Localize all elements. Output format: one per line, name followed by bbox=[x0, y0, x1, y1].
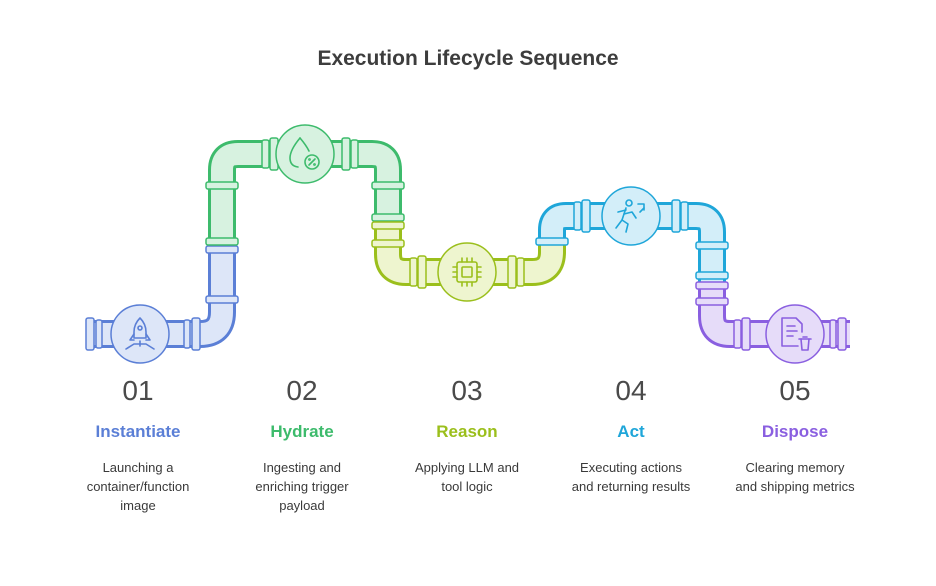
cpu-chip-icon bbox=[437, 242, 497, 302]
step-number: 04 bbox=[615, 375, 647, 406]
water-drop-percent-icon bbox=[275, 124, 335, 184]
rocket-launch-icon bbox=[110, 304, 170, 364]
pipe-flanges bbox=[85, 137, 847, 351]
document-trash-icon bbox=[765, 304, 825, 364]
step-label: Act bbox=[617, 422, 645, 441]
step-label: Instantiate bbox=[95, 422, 181, 441]
step-description: Clearing memory and shipping metrics bbox=[735, 460, 855, 494]
step-number: 05 bbox=[779, 375, 811, 406]
step-description: Launching a container/function image bbox=[86, 460, 190, 513]
step-number: 03 bbox=[451, 375, 483, 406]
running-person-icon bbox=[601, 186, 661, 246]
pipe-segment-dispose bbox=[698, 282, 850, 348]
step-description: Applying LLM and tool logic bbox=[414, 460, 520, 494]
step-number: 02 bbox=[286, 375, 318, 406]
step-label: Reason bbox=[436, 422, 498, 441]
step-label: Dispose bbox=[761, 422, 829, 441]
page-title: Execution Lifecycle Sequence bbox=[317, 47, 619, 70]
step-description: Ingesting and enriching trigger payload bbox=[255, 460, 349, 513]
step-label: Hydrate bbox=[270, 422, 334, 441]
step-description: Executing actions and returning results bbox=[571, 460, 691, 494]
step-number: 01 bbox=[122, 375, 154, 406]
